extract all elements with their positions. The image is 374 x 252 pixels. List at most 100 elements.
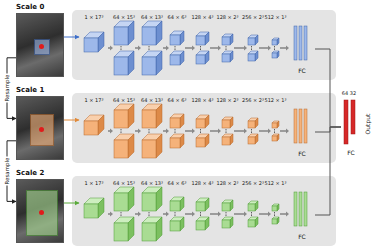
- layer-size-label: 64 × 13³: [141, 180, 163, 186]
- ellipsis-dot: [274, 129, 275, 130]
- ellipsis-dot: [121, 215, 122, 216]
- ellipsis-dot: [200, 214, 201, 215]
- flow-arrow-head: [192, 129, 195, 134]
- flow-arrow-head: [286, 129, 289, 134]
- layer-size-label: 64 × 15³: [113, 14, 135, 20]
- cube-front: [196, 202, 205, 211]
- ct-image: [16, 13, 64, 77]
- ellipsis-dot: [251, 131, 252, 132]
- ellipsis-dot: [274, 214, 275, 215]
- ellipsis-dot: [251, 129, 252, 130]
- cube-side: [128, 134, 134, 158]
- ellipsis-dot: [251, 46, 252, 47]
- cube-front: [196, 36, 205, 45]
- center-point: [39, 44, 44, 49]
- merge-line: [315, 127, 341, 215]
- ellipsis-dot: [226, 214, 227, 215]
- cube-front: [84, 121, 98, 135]
- cube-front: [196, 221, 205, 230]
- ellipsis-dot: [200, 129, 201, 130]
- fc-bar: [299, 26, 302, 60]
- cube-side: [180, 51, 184, 65]
- cube-front: [142, 223, 156, 241]
- cube-side: [156, 51, 162, 75]
- cube-front: [222, 54, 230, 62]
- cube-side: [277, 51, 279, 58]
- ellipsis-dot: [251, 212, 252, 213]
- cube-front: [222, 37, 230, 45]
- cube-side: [128, 104, 134, 128]
- cube-side: [180, 114, 184, 128]
- cube-side: [156, 104, 162, 128]
- ellipsis-dot: [121, 131, 122, 132]
- ellipsis-dot: [121, 214, 122, 215]
- fc-layer: FC: [289, 24, 315, 74]
- cube-side: [277, 134, 279, 141]
- cube-side: [180, 31, 184, 45]
- ellipsis-dot: [200, 46, 201, 47]
- cube-front: [196, 55, 205, 64]
- input-cube: 1 × 17³: [79, 14, 109, 60]
- cube-front: [248, 204, 255, 211]
- output-fc-layer: FC: [341, 98, 361, 156]
- ellipsis-dot: [175, 46, 176, 47]
- ellipsis-dot: [175, 215, 176, 216]
- layer-size-label: 256 × 2³: [242, 180, 264, 186]
- flow-arrow-head: [138, 129, 141, 134]
- flow-arrow-head: [218, 129, 221, 134]
- fc-size-label: 32: [350, 90, 356, 96]
- ellipsis-dot: [251, 132, 252, 133]
- cube-front: [142, 110, 156, 128]
- ellipsis-dot: [149, 48, 150, 49]
- cube-front: [114, 140, 128, 158]
- cube-side: [255, 51, 258, 61]
- ellipsis-dot: [175, 48, 176, 49]
- flow-arrow-head: [166, 46, 169, 51]
- flow-arrow-shaft: [210, 47, 219, 49]
- layer-size-label: 512 × 1³: [264, 14, 286, 20]
- fc-bar: [294, 26, 297, 60]
- ellipsis-dot: [251, 214, 252, 215]
- cube-front: [114, 110, 128, 128]
- layer-size-label: 64 × 15³: [113, 97, 135, 103]
- ct-image: [16, 179, 64, 243]
- input-cube: 1 × 17³: [79, 180, 109, 226]
- layer-size-label: 64 × 6³: [168, 180, 187, 186]
- network-row: [72, 93, 336, 163]
- input-arrow: [64, 203, 79, 204]
- cube-front: [142, 193, 156, 211]
- cube-front: [114, 57, 128, 75]
- cube-side: [205, 217, 209, 230]
- flow-arrow-head: [110, 129, 113, 134]
- fc-bars: [289, 107, 313, 157]
- cube-side: [156, 217, 162, 241]
- flow-arrow-head: [192, 212, 195, 217]
- flow-arrow-shaft: [259, 213, 269, 215]
- ellipsis-dot: [274, 212, 275, 213]
- ellipsis-dot: [226, 132, 227, 133]
- cube-front: [170, 35, 180, 45]
- cube-front: [114, 223, 128, 241]
- cube-side: [205, 198, 209, 211]
- layer-size-label: 128 × 4³: [191, 97, 213, 103]
- cube-side: [230, 200, 233, 211]
- ellipsis-dot: [226, 212, 227, 213]
- layer-size-label: 128 × 4³: [191, 180, 213, 186]
- ellipsis-dot: [274, 132, 275, 133]
- cube-front: [222, 120, 230, 128]
- fc-bars: [289, 190, 313, 240]
- ellipsis-dot: [175, 131, 176, 132]
- cube-side: [205, 134, 209, 147]
- layer-size-label: 128 × 2³: [216, 14, 238, 20]
- cube-front: [248, 220, 255, 227]
- cube-graphic: [79, 105, 107, 143]
- cube-front: [248, 121, 255, 128]
- cube-front: [222, 137, 230, 145]
- layer-size-label: 512 × 1³: [264, 180, 286, 186]
- layer-name: FC: [341, 149, 361, 156]
- ellipsis-dot: [175, 214, 176, 215]
- layer-size-label: 64 × 6³: [168, 14, 187, 20]
- network-row: [72, 176, 336, 246]
- center-point: [39, 210, 44, 215]
- input-arrow: [64, 120, 79, 121]
